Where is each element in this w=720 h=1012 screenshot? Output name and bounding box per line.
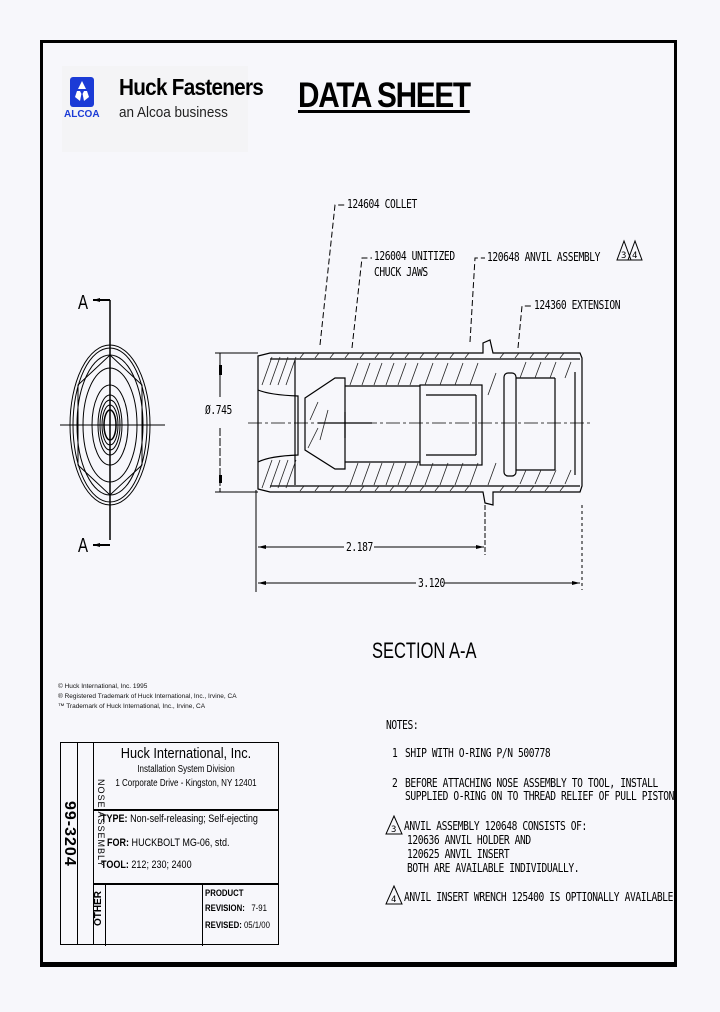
note-2-number: 2 bbox=[392, 776, 398, 790]
diameter-dimension: Ø.745 bbox=[205, 403, 232, 417]
revision-value: 7-91 bbox=[251, 903, 267, 914]
callout-chuck-jaws: 126004 UNITIZED bbox=[374, 249, 455, 263]
callout-extension: 124360 EXTENSION bbox=[534, 298, 621, 312]
issuer-division: Installation System Division bbox=[137, 764, 235, 775]
note-2-text-1: BEFORE ATTACHING NOSE ASSEMBLY TO TOOL, … bbox=[405, 776, 658, 790]
callout-chuck-jaws-line2: CHUCK JAWS bbox=[374, 265, 428, 279]
note-3-text-4: BOTH ARE AVAILABLE INDIVIDUALLY. bbox=[407, 861, 580, 875]
other-column: OTHER bbox=[93, 885, 106, 946]
issuer-address: 1 Corporate Drive - Kingston, NY 12401 bbox=[115, 778, 257, 789]
alcoa-logo-icon bbox=[70, 77, 94, 107]
other-label: OTHER bbox=[93, 891, 104, 926]
callout-anvil-assembly: 120648 ANVIL ASSEMBLY bbox=[487, 250, 600, 264]
product-label: PRODUCT bbox=[205, 888, 244, 899]
note-1-text: SHIP WITH O-RING P/N 500778 bbox=[405, 746, 551, 760]
section-marker-top: A bbox=[78, 292, 89, 314]
title-block-header: Huck International, Inc. Installation Sy… bbox=[94, 743, 278, 811]
section-drawing: 3 4 bbox=[60, 204, 643, 592]
revised-value: 05/1/00 bbox=[243, 920, 270, 931]
page-frame bbox=[40, 40, 677, 967]
note-1-number: 1 bbox=[392, 746, 398, 760]
revised-label: REVISED: bbox=[205, 920, 242, 931]
type-value: Non-self-releasing; Self-ejecting bbox=[130, 813, 258, 825]
svg-text:4: 4 bbox=[391, 895, 396, 905]
tool-row: TOOL: 212; 230; 2400 bbox=[101, 859, 192, 871]
for-row: FOR: HUCKBOLT MG-06, std. bbox=[107, 837, 229, 849]
doc-number: 99-3204 bbox=[61, 801, 78, 867]
revision-label: REVISION: bbox=[205, 903, 245, 914]
product-revision-box: PRODUCT REVISION: 7-91 REVISED: 05/1/00 bbox=[202, 885, 277, 946]
for-value: HUCKBOLT MG-06, std. bbox=[131, 837, 230, 849]
note-triangle-icons: 3 4 bbox=[385, 814, 403, 905]
title-block: 99-3204 NOSE ASSEMBLY Huck International… bbox=[60, 742, 279, 946]
note-4-text: ANVIL INSERT WRENCH 125400 IS OPTIONALLY… bbox=[404, 890, 679, 904]
doc-number-column: 99-3204 bbox=[61, 743, 78, 944]
notes-heading: NOTES: bbox=[386, 718, 419, 732]
registered-trademark-line: ® Registered Trademark of Huck Internati… bbox=[58, 693, 237, 700]
copyright-line: © Huck International, Inc. 1995 bbox=[58, 683, 148, 690]
for-label: FOR: bbox=[107, 837, 130, 849]
title-block-footer: OTHER PRODUCT REVISION: 7-91 REVISED: 05… bbox=[93, 883, 278, 946]
note-3-text-2: 120636 ANVIL HOLDER AND bbox=[407, 833, 531, 847]
note-marker-4: 4 bbox=[632, 251, 637, 261]
type-row: TYPE: Non-self-releasing; Self-ejecting bbox=[101, 813, 258, 825]
company-tagline: an Alcoa business bbox=[119, 104, 228, 121]
note-2-text-2: SUPPLIED O-RING ON TO THREAD RELIEF OF P… bbox=[405, 789, 674, 803]
svg-text:3: 3 bbox=[391, 825, 396, 835]
category-label: NOSE ASSEMBLY bbox=[96, 779, 106, 868]
issuer-company: Huck International, Inc. bbox=[120, 745, 252, 762]
note-3-text-1: ANVIL ASSEMBLY 120648 CONSISTS OF: bbox=[404, 819, 587, 833]
type-label: TYPE: bbox=[101, 813, 128, 825]
tool-label: TOOL: bbox=[101, 859, 129, 871]
callout-collet: 124604 COLLET bbox=[347, 197, 417, 211]
note-3-text-3: 120625 ANVIL INSERT bbox=[407, 847, 510, 861]
trademark-line: ™ Trademark of Huck International, Inc.,… bbox=[58, 703, 206, 710]
category-column: NOSE ASSEMBLY bbox=[77, 743, 106, 944]
length-dimension-long: 3.120 bbox=[418, 576, 445, 590]
length-dimension-short: 2.187 bbox=[346, 540, 373, 554]
tool-value: 212; 230; 2400 bbox=[131, 859, 192, 871]
section-title: SECTION A-A bbox=[372, 638, 477, 663]
company-name: Huck Fasteners bbox=[119, 74, 264, 100]
section-marker-bottom: A bbox=[78, 535, 89, 557]
alcoa-wordmark: ALCOA bbox=[64, 109, 100, 120]
note-marker-3: 3 bbox=[621, 251, 626, 261]
page-title: DATA SHEET bbox=[298, 76, 471, 115]
